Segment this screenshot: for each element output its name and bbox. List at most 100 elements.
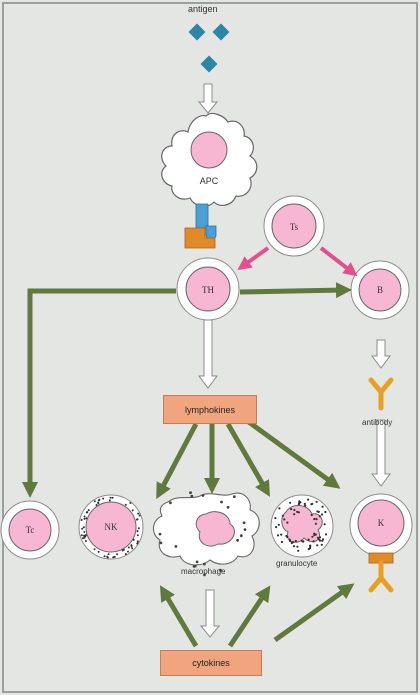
- granule-dot: [227, 506, 230, 509]
- granule-dot: [159, 533, 162, 536]
- antibody-to-k-arrow: [372, 420, 390, 486]
- granule-dot: [280, 534, 282, 536]
- tc-label: Tc: [26, 525, 35, 535]
- granule-dot: [189, 491, 192, 494]
- th-to-lymphokines-arrow: [199, 320, 217, 388]
- granule-dot: [98, 551, 100, 553]
- granule-dot: [81, 534, 83, 536]
- granule-dot: [295, 540, 297, 542]
- granule-dot: [137, 534, 139, 536]
- granule-dot: [175, 545, 178, 548]
- th-label: TH: [202, 285, 214, 295]
- granule-dot: [274, 517, 276, 519]
- apc-label: APC: [200, 176, 219, 186]
- lymphokines-box: lymphokines: [163, 395, 257, 424]
- granule-dot: [110, 497, 112, 499]
- granule-dot: [290, 508, 292, 510]
- granule-dot: [316, 544, 318, 546]
- granule-dot: [94, 548, 96, 550]
- granule-dot: [125, 553, 127, 555]
- antigen-label: antigen: [188, 4, 218, 14]
- ts-to-th-arrow: [243, 248, 268, 266]
- granule-dot: [131, 545, 133, 547]
- granule-dot: [240, 534, 243, 537]
- granule-dot: [160, 542, 163, 545]
- nk-label: NK: [105, 522, 118, 532]
- macrophage-to-cytokines-arrow: [201, 590, 219, 637]
- antigen-particle: [213, 24, 230, 41]
- granule-dot: [277, 534, 279, 536]
- granule-dot: [315, 523, 317, 525]
- macrophage-label: macrophage: [181, 567, 225, 576]
- granule-dot: [85, 534, 87, 536]
- antigen-to-apc-arrow: [199, 84, 217, 113]
- granule-dot: [304, 503, 306, 505]
- granule-dot: [313, 518, 315, 520]
- granule-dot: [291, 542, 293, 544]
- granule-dot: [131, 547, 133, 549]
- granule-dot: [236, 539, 239, 542]
- granule-dot: [281, 541, 283, 543]
- granule-dot: [322, 538, 324, 540]
- granule-dot: [278, 507, 280, 509]
- granule-dot: [128, 547, 130, 549]
- granule-dot: [319, 540, 321, 542]
- granule-dot: [137, 513, 139, 515]
- granule-dot: [244, 528, 247, 531]
- granule-dot: [85, 517, 87, 519]
- antigen-particles: [189, 24, 230, 73]
- granule-dot: [88, 509, 90, 511]
- granule-dot: [85, 540, 87, 542]
- granulocyte-label: granulocyte: [276, 559, 317, 568]
- granule-dot: [137, 541, 139, 543]
- k-label: K: [378, 518, 385, 528]
- granule-dot: [133, 539, 135, 541]
- granule-dot: [283, 518, 285, 520]
- cytokines-to-k-arrow: [275, 588, 348, 640]
- b-to-antibody-arrow: [372, 340, 390, 368]
- antigen-particle: [189, 24, 206, 41]
- granule-dot: [311, 514, 313, 516]
- granule-dot: [132, 509, 134, 511]
- granule-dot: [107, 557, 109, 559]
- granule-dot: [82, 537, 84, 539]
- granule-dot: [293, 513, 295, 515]
- granule-dot: [137, 518, 139, 520]
- granule-dot: [81, 528, 83, 530]
- cytokines-box: cytokines: [160, 650, 262, 676]
- granule-dot: [125, 504, 127, 506]
- granule-dot: [83, 535, 85, 537]
- granule-dot: [136, 543, 138, 545]
- granule-dot: [319, 515, 321, 517]
- granule-dot: [309, 547, 311, 549]
- cytokines-to-granulocyte-arrow: [230, 592, 266, 646]
- granule-dot: [319, 536, 321, 538]
- lymphokines-to-nk-arrow: [160, 424, 196, 492]
- th-to-b-arrow: [240, 290, 344, 292]
- granule-dot: [123, 549, 125, 551]
- granule-dot: [297, 550, 299, 552]
- granule-dot: [315, 518, 317, 520]
- granule-dot: [322, 506, 324, 508]
- cytokines-to-macrophage-arrow: [164, 592, 196, 646]
- granule-dot: [289, 539, 291, 541]
- granule-dot: [286, 536, 288, 538]
- apc-antigen-presenter: [196, 204, 208, 228]
- granule-dot: [316, 510, 318, 512]
- granule-dot: [203, 563, 206, 566]
- granule-dot: [102, 498, 104, 500]
- granule-dot: [196, 561, 199, 564]
- lymphokines-to-granulocyte-arrow: [228, 424, 266, 490]
- granule-dot: [321, 513, 323, 515]
- b-label: B: [377, 285, 383, 295]
- granule-dot: [278, 524, 280, 526]
- granule-dot: [293, 509, 295, 511]
- granule-dot: [109, 499, 111, 501]
- granule-dot: [282, 515, 284, 517]
- granule-dot: [116, 553, 118, 555]
- antigen-particle: [201, 56, 218, 73]
- granule-dot: [308, 539, 310, 541]
- granule-dot: [313, 540, 315, 542]
- granule-dot: [302, 541, 304, 543]
- granule-dot: [84, 518, 86, 520]
